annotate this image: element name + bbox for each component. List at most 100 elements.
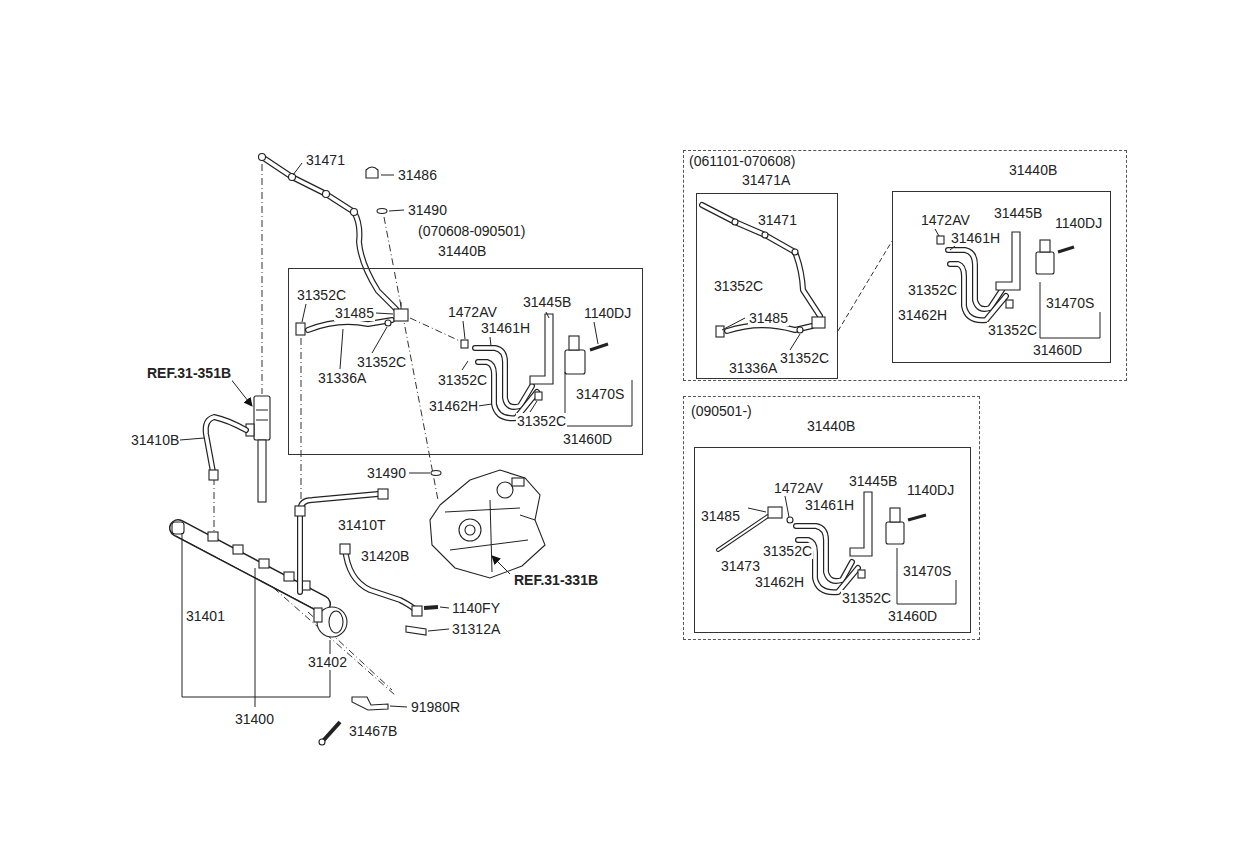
return-pipe	[259, 154, 397, 310]
callout-number: 31352C	[356, 354, 407, 370]
callout-number: 31461H	[804, 497, 855, 513]
reference-arrow	[492, 556, 510, 574]
return-hose-set	[296, 302, 608, 418]
grouping-bracket	[255, 568, 256, 707]
callout-number: 31471	[757, 212, 798, 228]
leader-line	[530, 401, 537, 412]
pump-pipe	[300, 494, 378, 592]
callout-number: 31410T	[337, 517, 386, 533]
return-pipe-set	[716, 326, 724, 337]
fuel-pump	[445, 500, 535, 572]
return-hose-set	[590, 344, 608, 350]
hose-set	[948, 250, 1002, 309]
return-hose-set	[565, 350, 585, 374]
hose-set	[718, 492, 926, 592]
callout-number: 31445B	[848, 473, 898, 489]
cap-and-washer	[366, 167, 378, 178]
return-hose-set	[478, 362, 537, 418]
callout-number: 31352C	[907, 282, 958, 298]
hose-set	[768, 507, 782, 518]
callout-number: 31352C	[296, 287, 347, 303]
leader-line	[785, 496, 789, 517]
leader-line	[1040, 282, 1100, 338]
assembly-line	[214, 164, 462, 695]
leader-line	[409, 473, 430, 474]
callout-number: 31490	[366, 465, 407, 481]
fuel-pump	[430, 470, 545, 578]
callout-number: 1140FY	[451, 600, 501, 616]
bolts-and-brackets	[322, 722, 340, 742]
hose-set	[950, 264, 1006, 320]
leader-line	[546, 312, 549, 318]
hose-set	[787, 517, 793, 523]
leader-line	[440, 607, 449, 608]
return-pipe	[323, 191, 330, 198]
common-rail	[172, 522, 184, 534]
pump-pipe	[378, 489, 388, 499]
group-heading: 31440B	[806, 418, 856, 434]
return-hose-set	[401, 302, 402, 309]
hose-set	[886, 522, 904, 544]
injector-pipe	[206, 417, 246, 480]
callout-number: 31485	[700, 508, 741, 524]
callout-number: 31352C	[516, 413, 567, 429]
leader-line	[381, 175, 394, 176]
return-hose-set	[478, 362, 537, 418]
return-hose-set	[569, 336, 579, 350]
rail-pipe	[345, 548, 418, 612]
callout-number: 31352C	[779, 350, 830, 366]
leader-line	[390, 706, 407, 707]
rail-pipe	[340, 544, 350, 554]
leader-line	[594, 322, 598, 344]
hose-set	[948, 250, 1002, 309]
leader-line	[462, 361, 468, 370]
fuel-pump	[465, 525, 475, 535]
reference-note: REF.31-351B	[146, 365, 232, 381]
callout-number: 31461H	[950, 230, 1001, 246]
leader-line	[950, 246, 955, 250]
bolts-and-brackets	[406, 626, 426, 635]
leader-line	[565, 372, 632, 426]
callout-number: 1472AV	[447, 304, 498, 320]
hose-set	[858, 570, 865, 578]
callout-number: 31336A	[728, 360, 778, 376]
return-hose-set	[296, 323, 305, 335]
injector	[256, 410, 268, 420]
bolts-and-brackets	[319, 607, 438, 745]
assembly-line	[301, 338, 302, 505]
callout-number: 31410B	[130, 432, 180, 448]
return-hose-set	[308, 320, 392, 330]
callout-number: 31352C	[713, 278, 764, 294]
leader-line	[897, 548, 956, 604]
return-pipe-set	[792, 249, 798, 255]
callout-number: 1472AV	[773, 480, 824, 496]
callout-number: 1472AV	[920, 212, 971, 228]
return-pipe-set	[732, 219, 738, 225]
leader-line	[490, 337, 491, 346]
pump-pipe	[300, 494, 378, 592]
return-pipe-set	[797, 327, 803, 333]
callout-number: 31486	[397, 167, 438, 183]
fuel-pump	[430, 470, 545, 578]
rail-pipe	[340, 544, 422, 616]
common-rail	[233, 545, 243, 554]
callout-number: 31445B	[993, 205, 1043, 221]
callout-number: 91980R	[410, 699, 461, 715]
callout-number: 31462H	[428, 398, 479, 414]
callout-number: 31312A	[451, 621, 501, 637]
hose-set	[950, 264, 1006, 320]
callout-number: 31461H	[480, 320, 531, 336]
callout-number: 31400	[234, 711, 275, 727]
leader-line	[935, 229, 939, 236]
hose-set	[937, 236, 944, 244]
leader-line	[478, 404, 492, 406]
injector	[258, 440, 266, 502]
leader-line	[293, 163, 302, 175]
callout-number: 31401	[185, 608, 226, 624]
callout-number: 31471	[305, 152, 346, 168]
leader-line	[180, 438, 204, 440]
callout-number: 31445B	[522, 294, 572, 310]
